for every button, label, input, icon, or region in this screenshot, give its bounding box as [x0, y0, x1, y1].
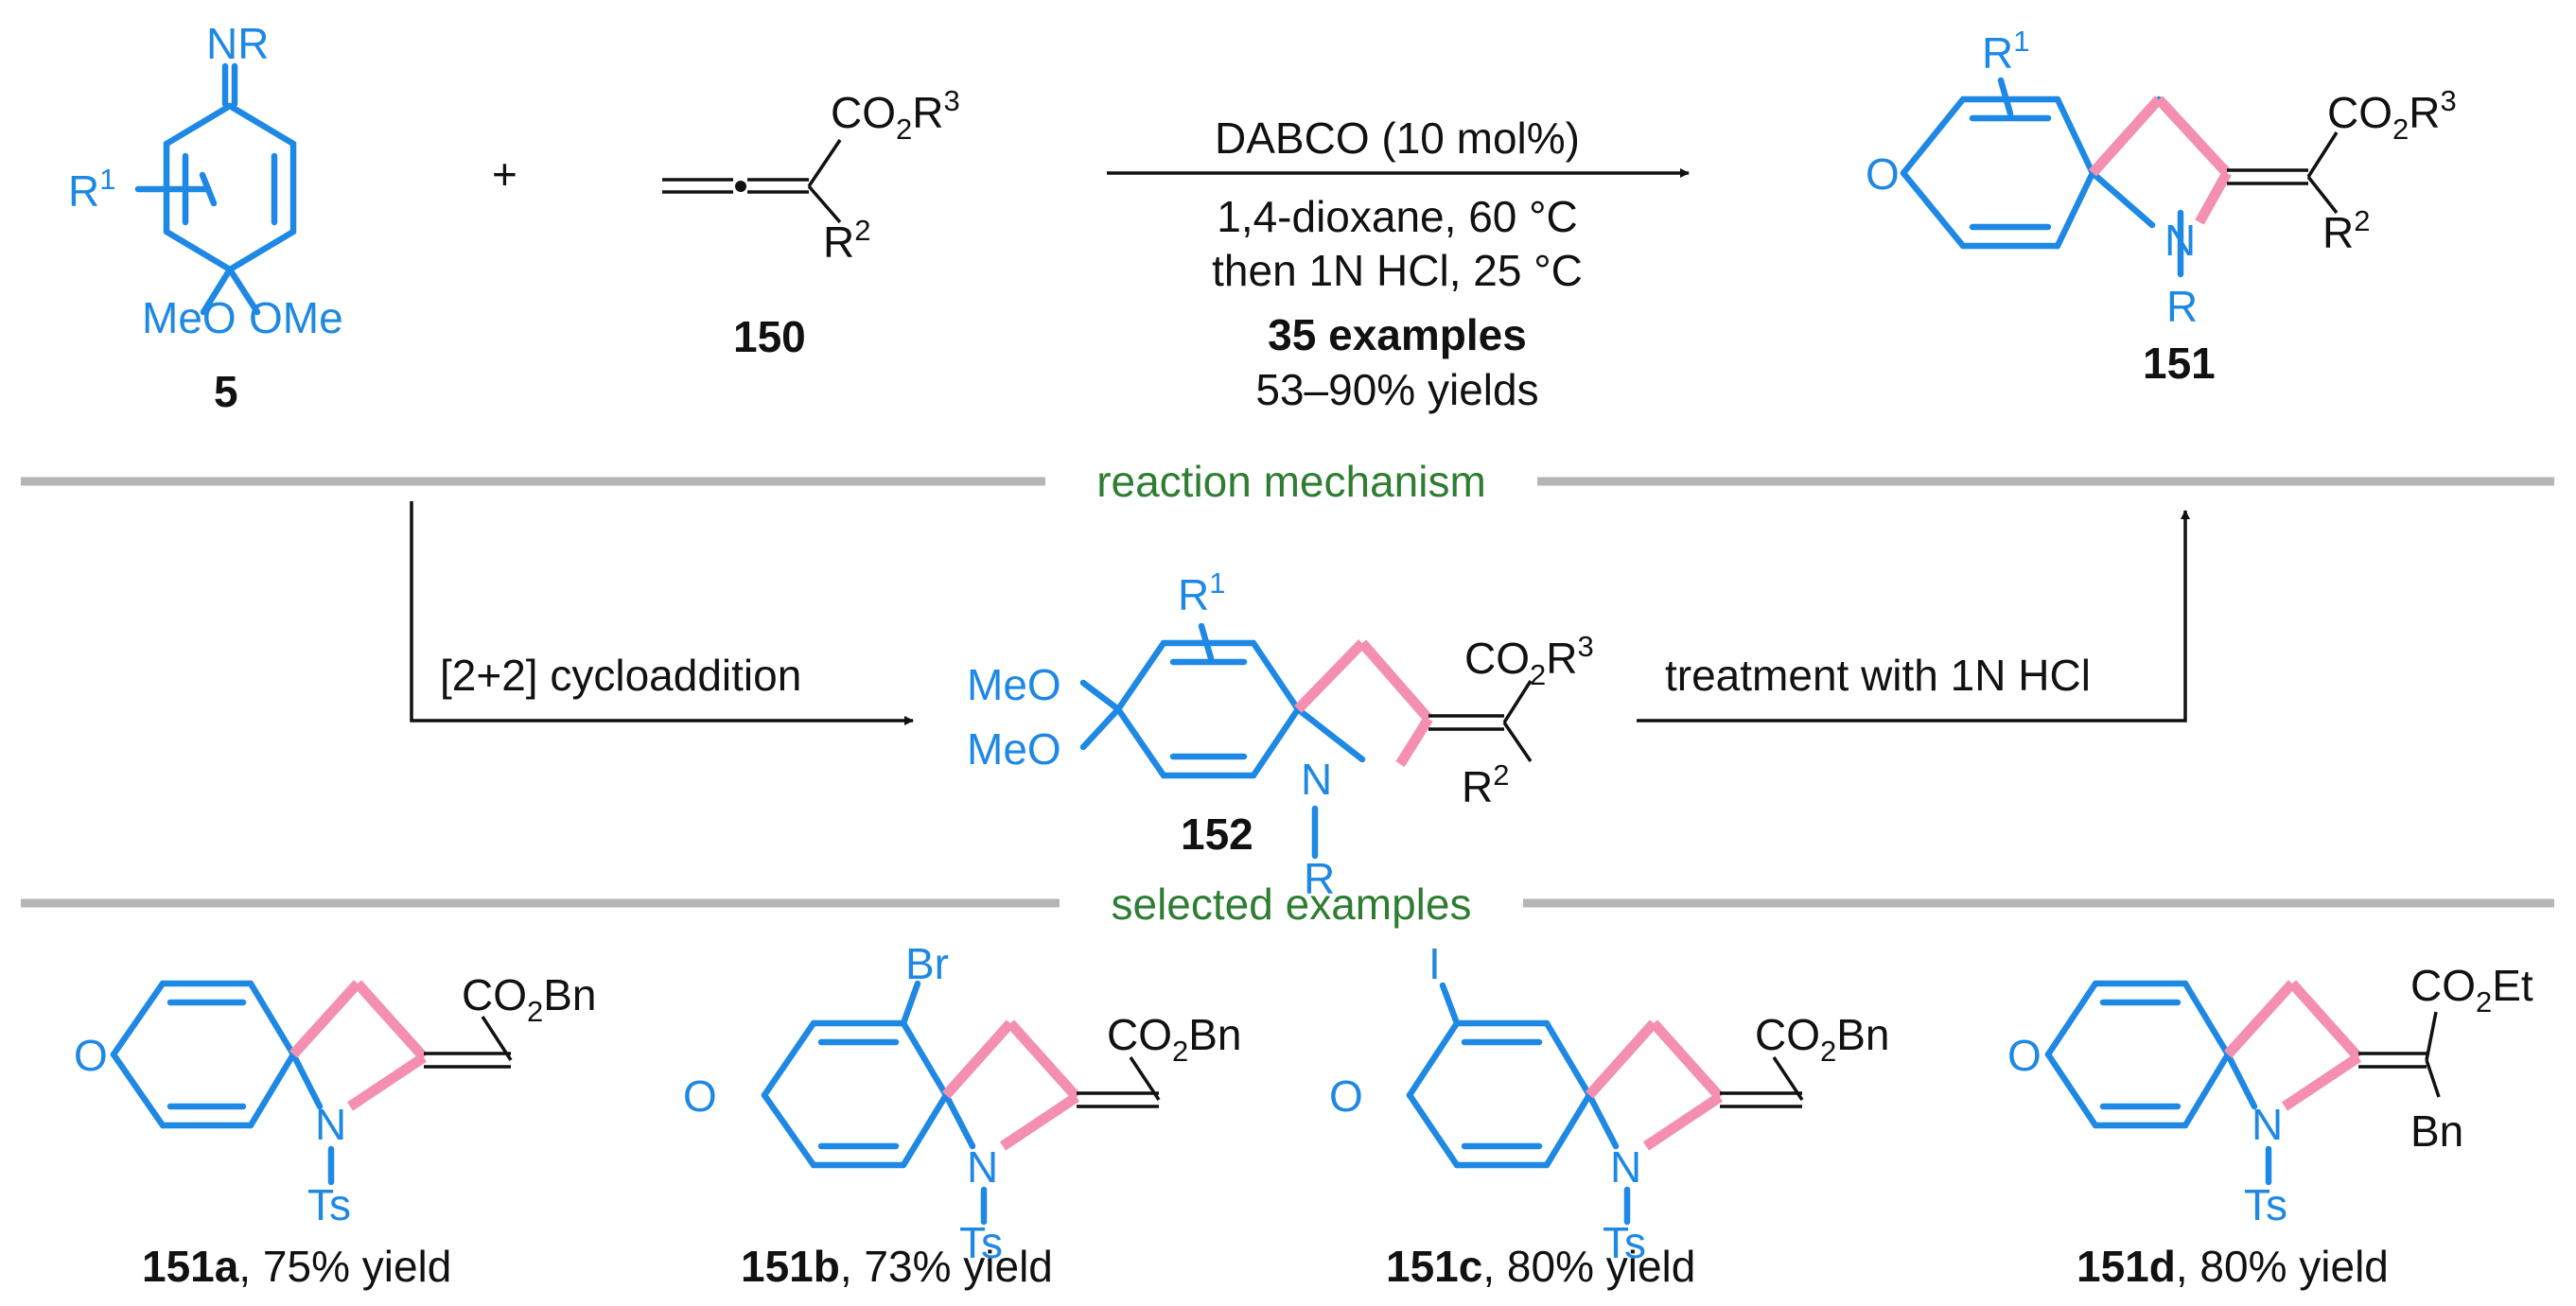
r1-label: R1 — [68, 163, 115, 216]
product-151-structure: O R1 N R CO2R3 R2 151 — [1866, 25, 2457, 388]
nitrogen-label: N — [2164, 216, 2196, 265]
tosyl-label: Ts — [1603, 1218, 1646, 1267]
tosyl-label: Ts — [307, 1180, 351, 1229]
hydrolysis-label: treatment with 1N HCl — [1665, 651, 2091, 700]
n-substituent-label: R — [1304, 854, 1335, 903]
cycloaddition-label: [2+2] cycloaddition — [440, 651, 801, 700]
ester-label: CO2Et — [2410, 961, 2533, 1019]
examples-header: selected examples — [1112, 879, 1472, 929]
ester-label: CO2Bn — [1755, 1010, 1890, 1068]
hydrolysis-arrow — [1637, 510, 2190, 723]
methoxy-top-label: MeO — [967, 660, 1061, 709]
n-substituent-label: R — [2166, 282, 2198, 331]
oxo-label: O — [74, 1031, 108, 1080]
example-151c: O I N Ts CO2Bn 151c, 80% yield — [1329, 939, 1890, 1291]
example-151a: O N Ts CO2Bn 151a, 75% yield — [74, 970, 597, 1291]
condition-workup: then 1N HCl, 25 °C — [1212, 246, 1583, 295]
allenoate-150-structure: CO2R3 R2 150 — [662, 84, 960, 361]
ester-co2r3-label: CO2R3 — [831, 84, 960, 146]
r1-label: R1 — [1178, 566, 1225, 619]
example-151d: O N Ts CO2Et Bn 151d, 80% yield — [2007, 961, 2533, 1291]
r1-label: R1 — [1982, 25, 2029, 78]
r2-label: R2 — [2322, 204, 2370, 257]
intermediate-152-structure: MeO MeO R1 N R CO2R3 R2 152 — [967, 566, 1594, 903]
conditions: DABCO (10 mol%) 1,4-dioxane, 60 °C then … — [1212, 113, 1583, 414]
example-caption: 151a, 75% yield — [142, 1242, 451, 1291]
ester-label: CO2Bn — [1107, 1010, 1242, 1068]
oxo-label: O — [2007, 1031, 2042, 1080]
compound-151-label: 151 — [2143, 339, 2216, 388]
condition-scope: 35 examples — [1268, 310, 1527, 359]
methoxy-right-label: OMe — [249, 293, 343, 342]
plus-sign: + — [492, 149, 517, 199]
condition-catalyst: DABCO (10 mol%) — [1215, 113, 1580, 163]
compound-152-label: 152 — [1181, 810, 1253, 859]
nitrogen-label: N — [967, 1142, 998, 1192]
oxo-label: O — [683, 1071, 717, 1121]
methoxy-left-label: MeO — [142, 293, 237, 342]
bromo-label: Br — [905, 939, 949, 988]
ester-label: CO2Bn — [462, 970, 597, 1028]
cycloaddition-arrow — [410, 501, 914, 725]
ester-co2r3-label: CO2R3 — [1464, 630, 1594, 691]
methoxy-bottom-label: MeO — [967, 724, 1061, 774]
tosyl-label: Ts — [2244, 1180, 2287, 1229]
benzyl-label: Bn — [2410, 1106, 2463, 1156]
tosyl-label: Ts — [959, 1218, 1003, 1267]
compound-5-label: 5 — [214, 367, 238, 416]
nitrogen-label: N — [1301, 755, 1332, 804]
example-caption: 151d, 80% yield — [2077, 1242, 2389, 1291]
nitrogen-label: N — [1610, 1142, 1641, 1192]
reactant-5-structure: NR R1 MeO OMe 5 — [68, 19, 343, 416]
imine-nr-label: NR — [206, 19, 269, 68]
iodo-label: I — [1428, 939, 1441, 988]
example-caption: 151c, 80% yield — [1386, 1242, 1695, 1291]
compound-150-label: 150 — [733, 312, 806, 361]
example-caption: 151b, 73% yield — [741, 1242, 1053, 1291]
nitrogen-label: N — [315, 1100, 346, 1149]
nitrogen-label: N — [2252, 1100, 2283, 1149]
r2-label: R2 — [1462, 758, 1509, 811]
r2-label: R2 — [823, 214, 870, 267]
ester-co2r3-label: CO2R3 — [2327, 84, 2457, 146]
oxo-label: O — [1329, 1071, 1363, 1121]
example-151b: O Br N Ts CO2Bn 151b, 73% yield — [683, 939, 1242, 1291]
condition-solvent: 1,4-dioxane, 60 °C — [1217, 192, 1578, 241]
condition-yields: 53–90% yields — [1255, 365, 1538, 414]
oxo-label: O — [1866, 149, 1900, 199]
mechanism-header: reaction mechanism — [1096, 457, 1486, 506]
